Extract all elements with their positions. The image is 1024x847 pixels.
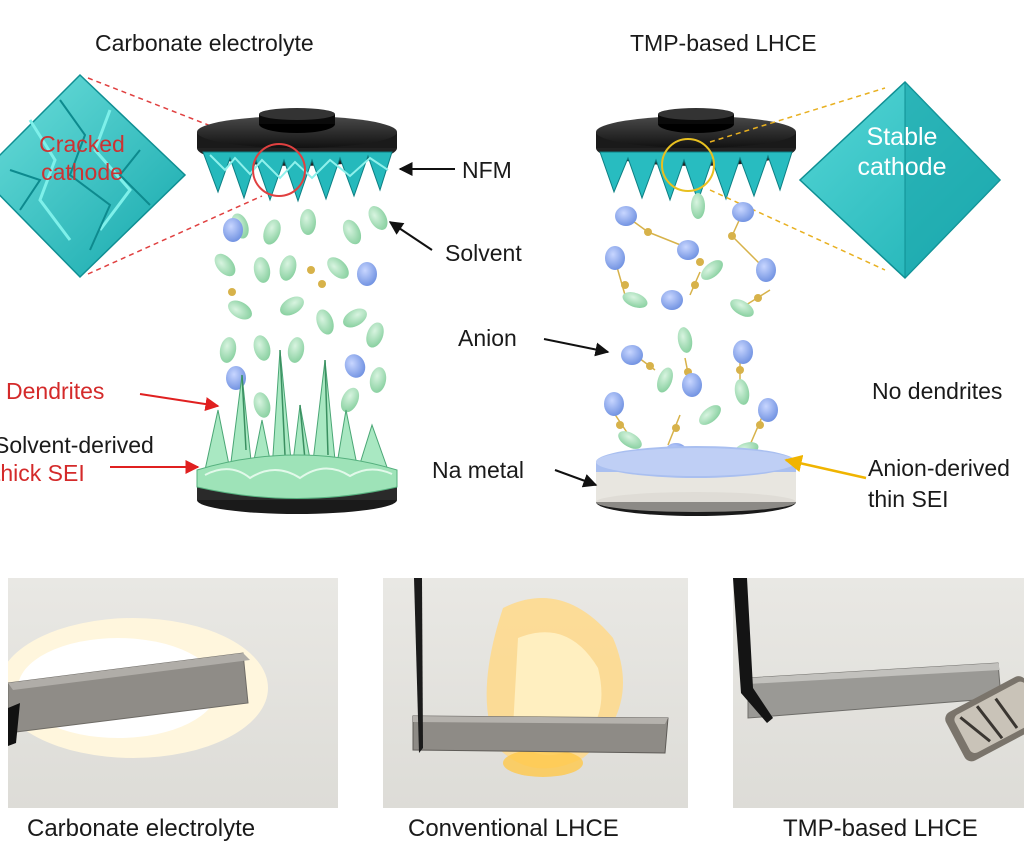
photo-tmp-based-lhce — [733, 578, 1024, 808]
caption-conventional-lhce: Conventional LHCE — [408, 815, 619, 842]
dendrites-label: Dendrites — [6, 378, 105, 404]
photo-carbonate-electrolyte — [8, 578, 338, 808]
right-cell — [543, 80, 1002, 516]
solvent-molecules-left — [214, 206, 388, 418]
left-cell — [0, 73, 455, 514]
thin-sei-label: thin SEI — [868, 486, 949, 512]
nfm-cathode-layer — [202, 151, 393, 203]
anion-label: Anion — [458, 325, 517, 351]
stable-cathode-crystal — [798, 80, 1002, 280]
na-metal-label: Na metal — [432, 457, 525, 483]
thick-sei-label: thick SEI — [0, 460, 85, 486]
solvent-derived-label: Solvent-derived — [0, 432, 154, 458]
anion-derived-label: Anion-derived — [868, 455, 1010, 481]
nfm-label: NFM — [462, 157, 512, 183]
caption-carbonate-electrolyte: Carbonate electrolyte — [27, 815, 256, 842]
right-panel-title: TMP-based LHCE — [630, 30, 817, 56]
nfm-cathode-layer-stable — [599, 151, 793, 203]
cracked-cathode-crystal — [0, 73, 187, 279]
caption-tmp-based-lhce: TMP-based LHCE — [783, 815, 978, 842]
photo-conventional-lhce — [383, 578, 688, 808]
schematic-diagram — [0, 73, 1002, 516]
solvent-label: Solvent — [445, 240, 522, 266]
left-panel-title: Carbonate electrolyte — [95, 30, 314, 56]
stable-cathode-label: Stable cathode — [857, 123, 947, 181]
cracked-cathode-label: Cracked cathode — [39, 131, 125, 185]
no-dendrites-label: No dendrites — [872, 378, 1003, 404]
anion-solvent-clusters — [604, 193, 778, 461]
